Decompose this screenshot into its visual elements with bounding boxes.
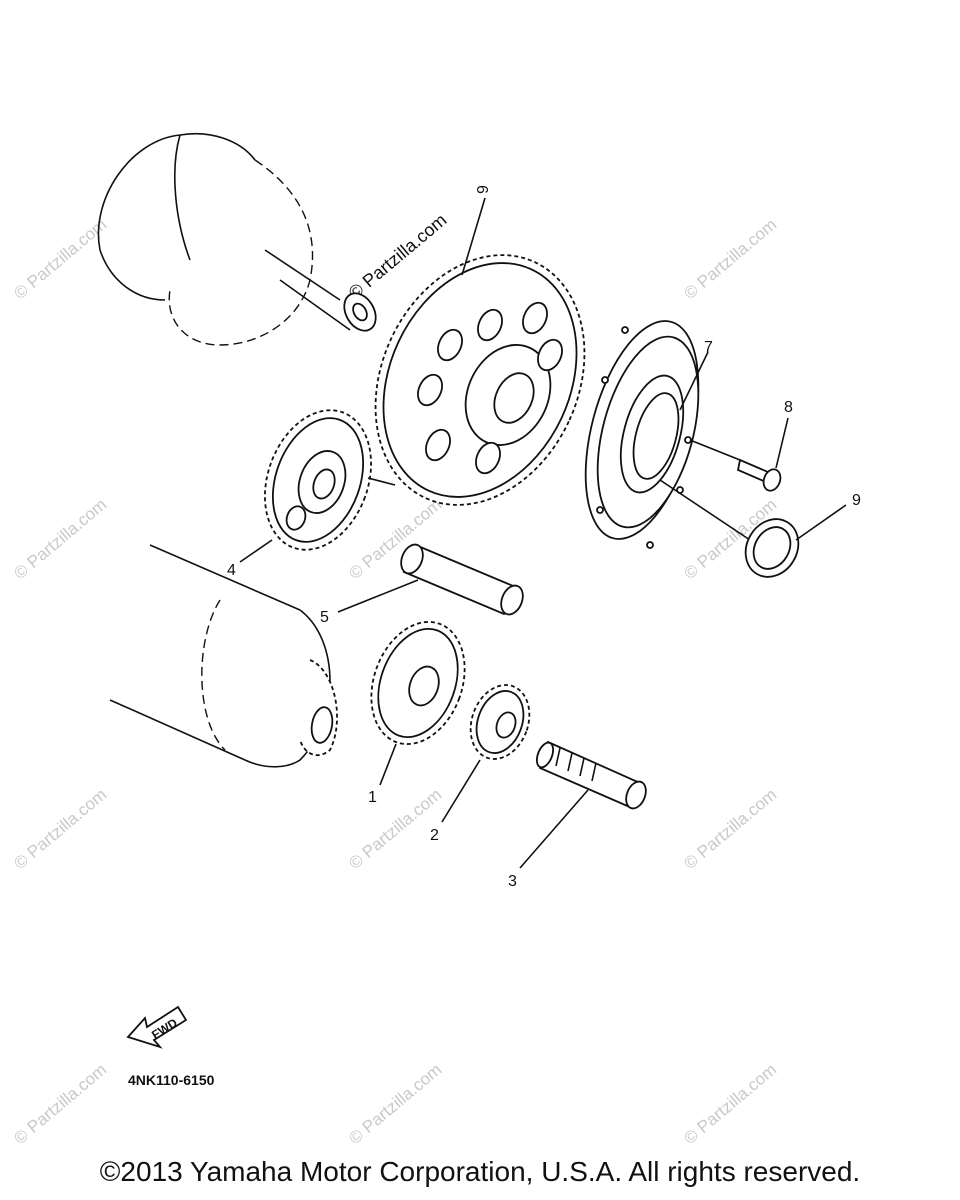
leader-8 <box>775 417 789 469</box>
part-2-small-gear <box>469 684 531 760</box>
callout-numbers: 1 2 3 4 5 6 7 8 9 <box>227 185 861 890</box>
watermark: © Partzilla.com <box>10 215 110 303</box>
leader-3 <box>519 789 589 869</box>
part-4-idler-gear <box>264 409 396 551</box>
leader-7 <box>679 351 709 411</box>
watermark: © Partzilla.com <box>680 785 780 873</box>
starter-motor-phantom <box>109 544 338 768</box>
watermark: © Partzilla.com <box>10 1060 110 1148</box>
leader-6 <box>461 197 486 276</box>
part-3-splined-shaft <box>535 740 647 810</box>
watermark: © Partzilla.com <box>10 495 110 583</box>
callout-1: 1 <box>368 789 377 806</box>
fwd-arrow-icon: FWD <box>126 1005 188 1049</box>
leader-9 <box>795 504 847 541</box>
callout-9: 9 <box>852 492 861 509</box>
part-6-large-gear <box>374 254 586 506</box>
copyright-notice: ©2013 Yamaha Motor Corporation, U.S.A. A… <box>99 1156 861 1187</box>
part-7-clutch <box>584 320 751 549</box>
callout-5: 5 <box>320 609 329 626</box>
crankshaft-phantom <box>97 132 377 346</box>
leader-2 <box>441 759 481 823</box>
diagram-code: 4NK110-6150 <box>128 1072 215 1088</box>
part-1-gear <box>370 621 466 745</box>
leader-5 <box>337 579 419 613</box>
callout-2: 2 <box>430 827 439 844</box>
leader-4 <box>239 539 273 563</box>
callout-7: 7 <box>704 339 713 356</box>
watermark: © Partzilla.com <box>680 215 780 303</box>
callout-leaders <box>239 197 847 869</box>
callout-6: 6 <box>473 185 490 194</box>
callout-4: 4 <box>227 562 236 579</box>
callout-3: 3 <box>508 873 517 890</box>
callout-8: 8 <box>784 399 793 416</box>
part-5-shaft <box>400 543 524 616</box>
watermark: © Partzilla.com <box>680 1060 780 1148</box>
part-9-washer <box>744 518 800 578</box>
part-8-bolt <box>736 458 782 492</box>
leader-1 <box>379 743 397 786</box>
watermark: © Partzilla.com <box>345 1060 445 1148</box>
watermark: © Partzilla.com <box>10 785 110 873</box>
